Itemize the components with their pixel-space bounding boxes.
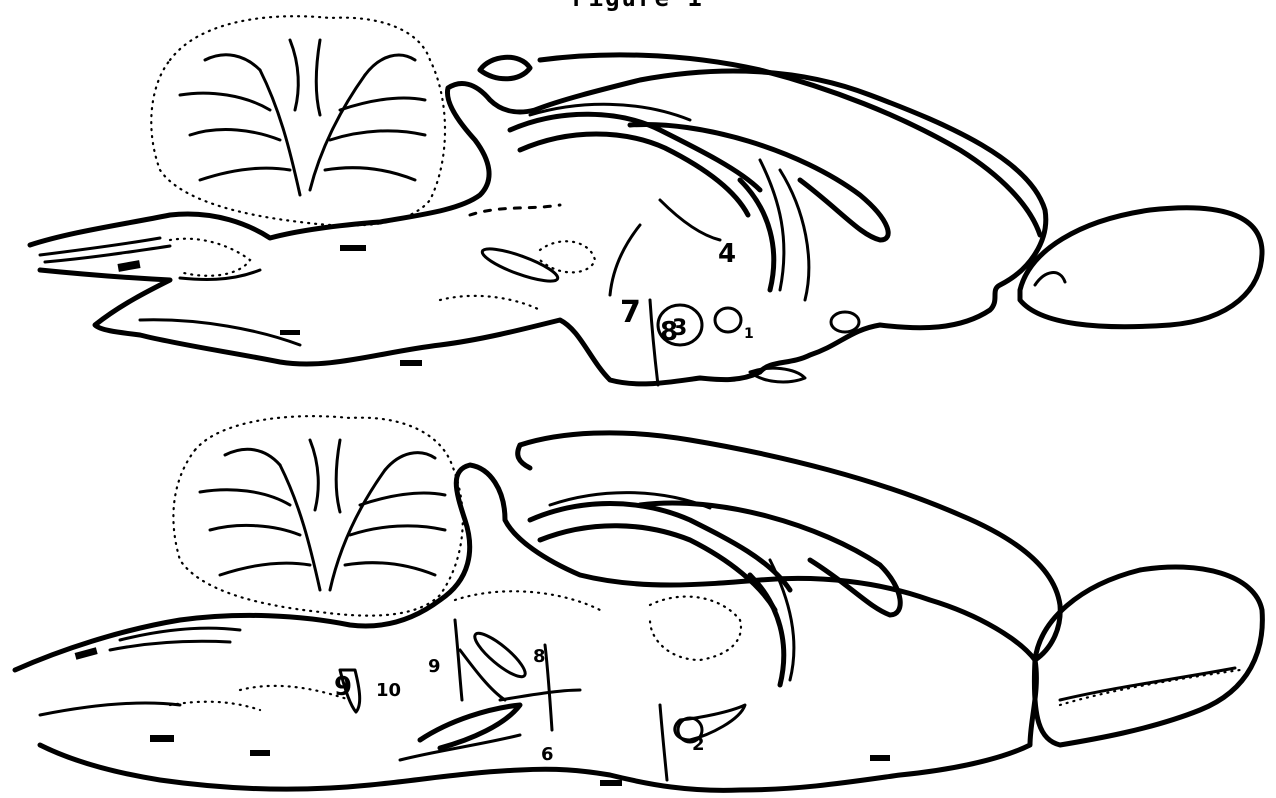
upper-bulb-detail [1035,273,1065,285]
lower-brain-section: 9 10 9 8 6 2 [15,416,1262,790]
upper-cerebellum-folia [180,40,425,195]
lower-label-9-right: 9 [428,656,441,677]
upper-label-4: 4 [718,239,736,269]
lower-label-8: 8 [533,646,546,667]
lower-bulb-layer [1060,668,1235,700]
lower-cortex-outline [520,433,1060,660]
upper-small-lobe [480,57,530,78]
upper-label-7: 7 [620,295,641,330]
upper-brain-section: 7 8 3 4 1 [30,16,1262,385]
lower-bulb-dots [1060,670,1240,705]
upper-label-3: 3 [672,316,687,341]
lower-medulla-details [75,647,890,786]
upper-hippocampus-bands [510,104,888,300]
upper-label-1: 1 [744,326,754,342]
lower-label-9-left: 9 [334,672,352,702]
lower-cortex-cap [518,445,530,468]
lower-label-6: 6 [541,744,554,765]
upper-cerebellum-outline [151,16,445,225]
lower-label-2: 2 [692,734,705,755]
lower-cerebellum-folia [200,440,445,590]
upper-olfactory-bulb [1020,208,1262,327]
upper-medulla-details [40,238,422,366]
lower-label-10: 10 [376,680,401,701]
lower-olfactory-bulb [1034,567,1262,745]
upper-cortex-inner [540,55,1040,235]
